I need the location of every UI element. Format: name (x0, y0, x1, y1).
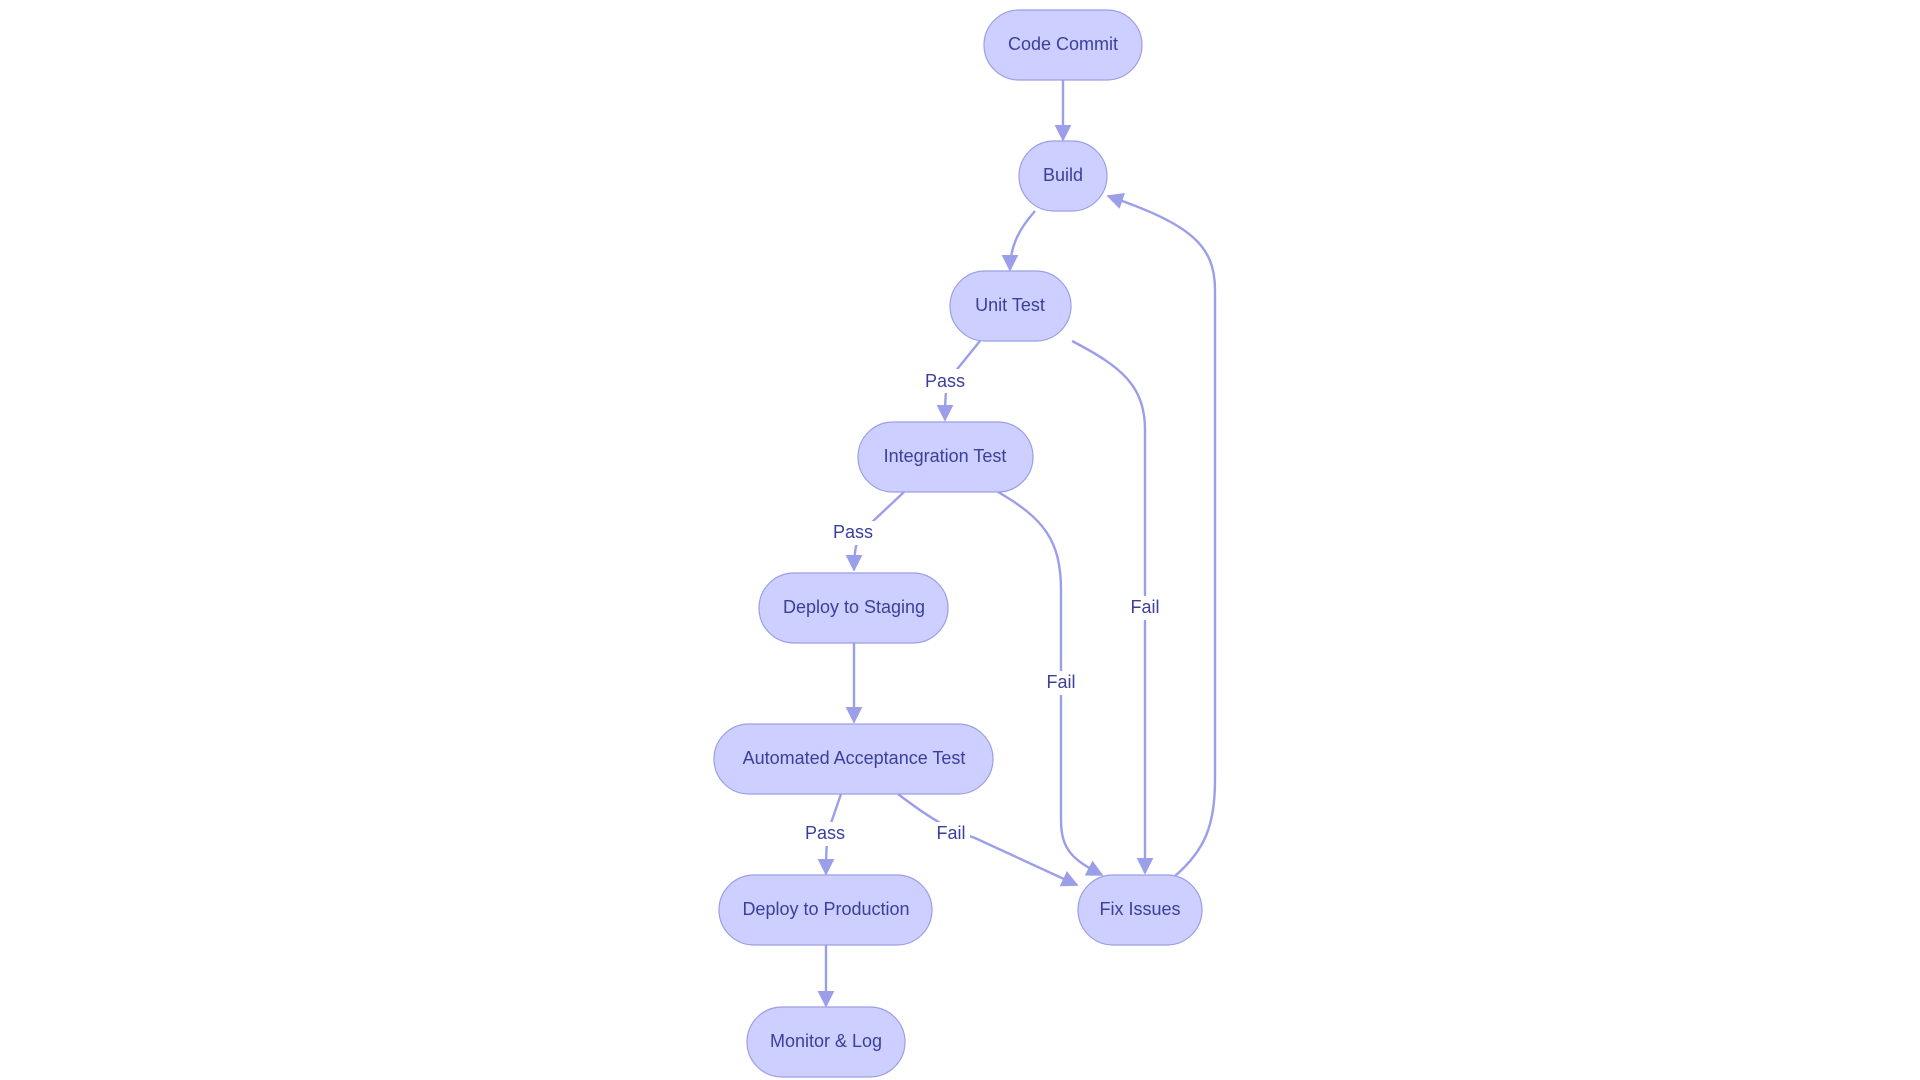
node-unit-test[interactable]: Unit Test (949, 270, 1072, 342)
svg-text:Code Commit: Code Commit (1008, 34, 1118, 54)
svg-text:Pass: Pass (805, 823, 845, 843)
svg-text:Deploy to Staging: Deploy to Staging (783, 597, 925, 617)
svg-text:Deploy to Production: Deploy to Production (742, 899, 909, 919)
edge-acceptance-test-fail-to-fix-issues (897, 793, 1079, 887)
svg-text:Pass: Pass (833, 522, 873, 542)
node-automated-acceptance-test[interactable]: Automated Acceptance Test (713, 723, 994, 795)
node-deploy-to-staging[interactable]: Deploy to Staging (758, 572, 949, 644)
svg-text:Automated Acceptance Test: Automated Acceptance Test (743, 748, 966, 768)
svg-text:Fix Issues: Fix Issues (1099, 899, 1180, 919)
node-monitor-and-log[interactable]: Monitor & Log (746, 1006, 906, 1078)
label-unit-test-pass: Pass (922, 369, 968, 393)
svg-text:Fail: Fail (936, 823, 965, 843)
label-integration-test-pass: Pass (830, 521, 876, 545)
svg-text:Monitor & Log: Monitor & Log (770, 1031, 882, 1051)
label-integration-test-fail: Fail (1042, 671, 1080, 695)
node-build[interactable]: Build (1018, 140, 1108, 212)
node-code-commit[interactable]: Code Commit (983, 9, 1143, 81)
svg-text:Build: Build (1043, 165, 1083, 185)
svg-text:Fail: Fail (1046, 672, 1075, 692)
node-integration-test[interactable]: Integration Test (857, 421, 1034, 493)
edge-integration-test-fail-to-fix-issues (997, 490, 1104, 877)
node-fix-issues[interactable]: Fix Issues (1077, 874, 1203, 946)
svg-text:Fail: Fail (1130, 597, 1159, 617)
edge-build-to-unit-test (1001, 210, 1036, 272)
label-acceptance-test-pass: Pass (802, 822, 848, 846)
edge-unit-test-fail-to-fix-issues (1071, 339, 1154, 875)
label-acceptance-test-fail: Fail (932, 822, 970, 846)
edge-fix-issues-to-build (1106, 192, 1217, 877)
svg-text:Unit Test: Unit Test (975, 295, 1045, 315)
svg-text:Pass: Pass (925, 371, 965, 391)
label-unit-test-fail: Fail (1126, 596, 1164, 620)
node-deploy-to-production[interactable]: Deploy to Production (718, 874, 933, 946)
svg-text:Integration Test: Integration Test (884, 446, 1007, 466)
